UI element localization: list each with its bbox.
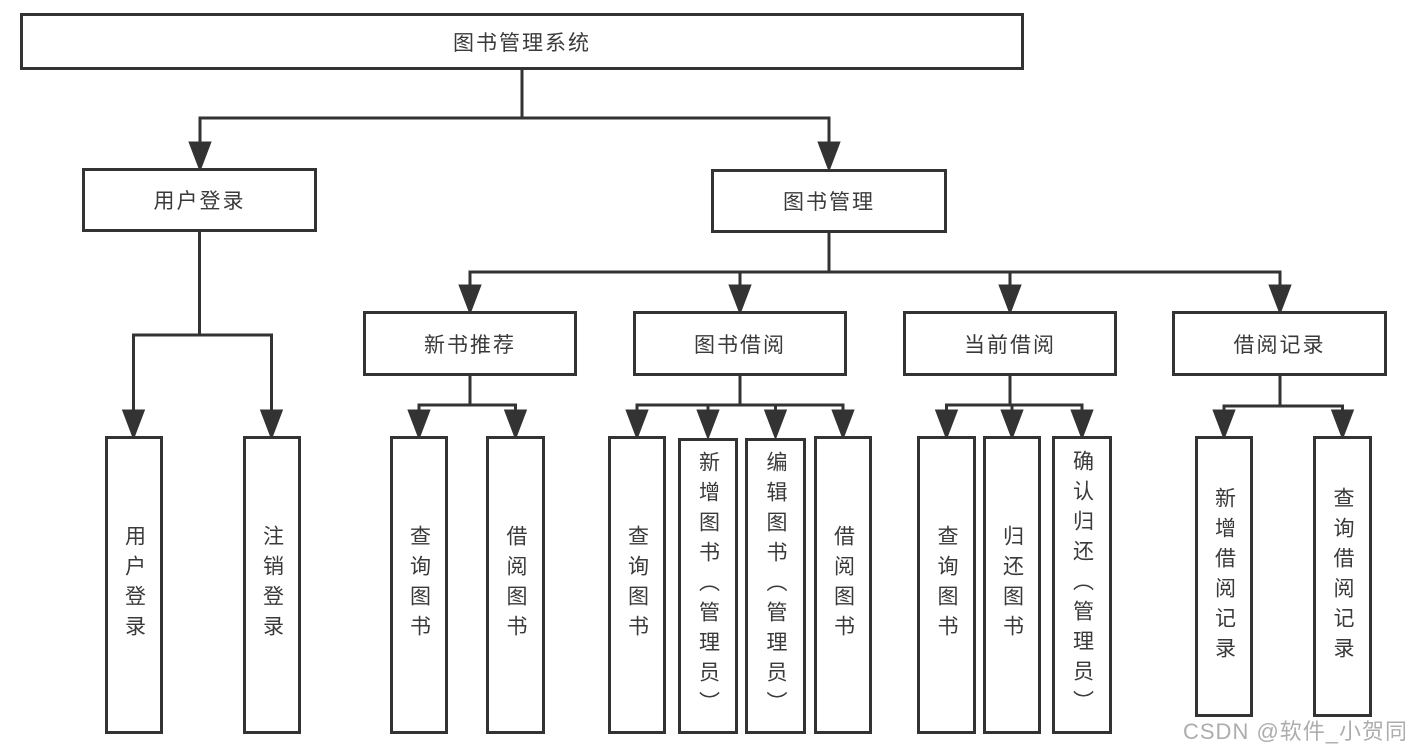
- leaf-user-login-label: 用户登录: [122, 525, 146, 645]
- leaf-query-borrowing-record: 查询借阅记录: [1313, 436, 1372, 717]
- arrow-down-icon: [1212, 409, 1236, 441]
- node-new-book-recommendation: 新书推荐: [363, 311, 577, 376]
- leaf-edit-books-admin: 编辑图书（管理员）: [745, 438, 806, 734]
- leaf-query-books-current: 查询图书: [917, 436, 976, 734]
- leaf-borrow-books-recommend-label: 借阅图书: [504, 525, 527, 645]
- connector-branch-new-book-recommendation: [407, 376, 528, 441]
- node-book-management-label: 图书管理: [783, 191, 875, 214]
- watermark: CSDN @软件_小贺同学: [1183, 719, 1405, 744]
- node-new-book-recommendation-label: 新书推荐: [424, 333, 516, 357]
- arrow-down-icon: [625, 409, 649, 441]
- arrow-down-icon: [831, 409, 855, 441]
- node-current-borrowing-label: 当前借阅: [964, 333, 1056, 357]
- arrow-down-icon: [728, 284, 752, 316]
- leaf-add-borrowing-record-label: 新增借阅记录: [1212, 486, 1236, 667]
- arrow-down-icon: [259, 409, 284, 441]
- leaf-borrow-books-recommend: 借阅图书: [486, 436, 545, 734]
- leaf-query-books-borrowing: 查询图书: [608, 436, 666, 734]
- leaf-add-borrowing-record: 新增借阅记录: [1195, 436, 1253, 717]
- leaf-borrow-books-borrowing-label: 借阅图书: [831, 525, 855, 645]
- arrow-down-icon: [407, 409, 431, 441]
- arrow-down-icon: [503, 409, 528, 441]
- leaf-query-borrowing-record-label: 查询借阅记录: [1331, 486, 1354, 667]
- node-book-management: 图书管理: [711, 169, 947, 233]
- arrow-down-icon: [1268, 284, 1292, 316]
- arrow-down-icon: [998, 284, 1022, 316]
- node-user-login-label: 用户登录: [153, 190, 246, 213]
- arrow-down-icon: [458, 284, 482, 316]
- connector-branch-root: [188, 70, 841, 173]
- node-book-borrowing: 图书借阅: [633, 311, 847, 376]
- leaf-query-books-borrowing-label: 查询图书: [625, 525, 649, 645]
- connector-branch-borrowing-records: [1212, 376, 1355, 441]
- leaf-confirm-return-admin-label: 确认归还（管理员）: [1070, 450, 1094, 720]
- node-borrowing-records-label: 借阅记录: [1233, 333, 1326, 357]
- leaf-query-books-recommend: 查询图书: [390, 436, 448, 734]
- connector-branch-book-borrowing: [625, 376, 855, 441]
- leaf-confirm-return-admin: 确认归还（管理员）: [1052, 436, 1112, 734]
- node-borrowing-records: 借阅记录: [1172, 311, 1387, 376]
- connector-branch-user-login: [121, 232, 284, 441]
- arrow-down-icon: [1000, 409, 1024, 441]
- arrow-down-icon: [817, 141, 841, 173]
- leaf-query-books-recommend-label: 查询图书: [407, 525, 431, 645]
- node-root: 图书管理系统: [20, 13, 1024, 70]
- node-book-borrowing-label: 图书借阅: [694, 333, 786, 357]
- leaf-edit-books-admin-label: 编辑图书（管理员）: [764, 451, 787, 721]
- arrow-down-icon: [188, 141, 212, 173]
- leaf-return-books: 归还图书: [983, 436, 1041, 734]
- leaf-logout-label: 注销登录: [260, 525, 284, 645]
- leaf-return-books-label: 归还图书: [1000, 525, 1024, 645]
- leaf-user-login: 用户登录: [105, 436, 163, 734]
- leaf-borrow-books-borrowing: 借阅图书: [814, 436, 872, 734]
- arrow-down-icon: [763, 409, 788, 441]
- node-current-borrowing: 当前借阅: [903, 311, 1117, 376]
- leaf-query-books-current-label: 查询图书: [935, 525, 958, 645]
- arrow-down-icon: [121, 409, 146, 441]
- node-user-login: 用户登录: [82, 168, 317, 232]
- leaf-add-books-admin: 新增图书（管理员）: [678, 438, 738, 734]
- arrow-down-icon: [1070, 409, 1094, 441]
- arrow-down-icon: [934, 409, 959, 441]
- leaf-add-books-admin-label: 新增图书（管理员）: [696, 451, 720, 721]
- connector-branch-book-management: [458, 233, 1292, 316]
- leaf-logout: 注销登录: [243, 436, 301, 734]
- connector-branch-current-borrowing: [934, 376, 1094, 441]
- node-root-label: 图书管理系统: [453, 31, 591, 55]
- arrow-down-icon: [696, 409, 720, 441]
- arrow-down-icon: [1330, 409, 1355, 441]
